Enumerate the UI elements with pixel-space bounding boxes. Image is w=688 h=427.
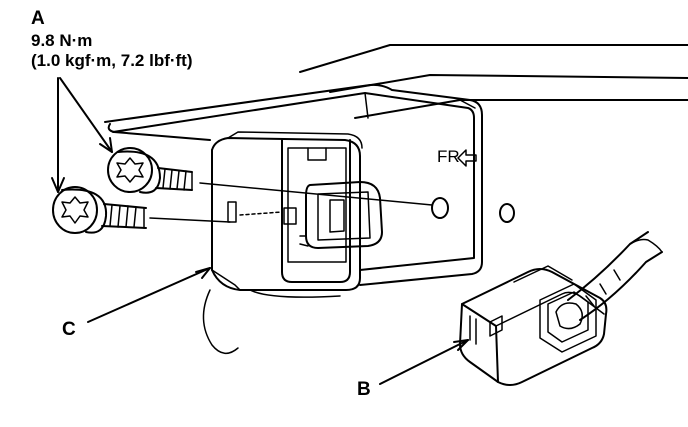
bolt-axis-lines	[149, 182, 515, 223]
connector-b	[459, 231, 663, 386]
bracket-hole	[431, 197, 449, 219]
mounting-bracket	[104, 83, 483, 286]
body-panel	[299, 44, 688, 119]
torque-spec-alt: (1.0 kgf·m, 7.2 lbf·ft)	[31, 51, 193, 70]
arrow-left-outline-icon	[457, 149, 477, 167]
torx-flange-bolt-icon	[107, 147, 193, 194]
sensor-unit	[202, 131, 383, 354]
panel-hole	[499, 203, 515, 223]
callout-a: A	[31, 8, 45, 29]
direction-mark: FR	[437, 147, 460, 166]
callout-b: B	[357, 379, 371, 400]
callout-c: C	[62, 319, 76, 340]
torx-flange-bolt-icon	[52, 186, 147, 234]
leader-lines	[51, 77, 469, 385]
torque-spec-nm: 9.8 N·m	[31, 31, 93, 50]
